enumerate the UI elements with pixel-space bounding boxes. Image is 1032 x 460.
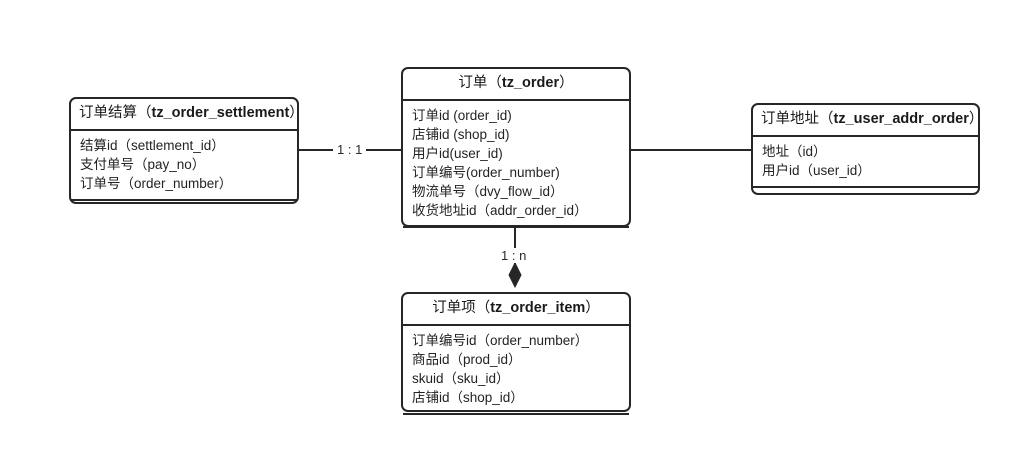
field-row: 用户id(user_id) <box>412 146 503 162</box>
field-row: 订单号（order_number） <box>80 176 233 192</box>
entity-fields-order-item: 订单编号id（order_number） 商品id（prod_id） skuid… <box>403 326 629 416</box>
title-paren-close: ） <box>289 105 304 121</box>
field-row: 店铺id (shop_id) <box>412 127 510 143</box>
entity-order[interactable]: 订单（tz_order） 订单id (order_id) 店铺id (shop_… <box>401 67 631 229</box>
field-row: 订单编号(order_number) <box>412 165 560 181</box>
entity-cn-name: 订单地址 <box>761 111 819 127</box>
entity-title-order-item: 订单项（tz_order_item） <box>403 294 629 327</box>
entity-footer-order-item <box>403 415 629 437</box>
cardinality-label-order-item: 1 : n <box>497 248 531 263</box>
entity-title-order: 订单（tz_order） <box>403 69 629 102</box>
entity-table-name: tz_user_addr_order <box>833 111 969 127</box>
field-row: 收货地址id（addr_order_id） <box>412 203 588 219</box>
title-paren-open: （ <box>819 111 834 127</box>
entity-table-name: tz_order <box>501 75 560 91</box>
entity-order-item[interactable]: 订单项（tz_order_item） 订单编号id（order_number） … <box>401 292 631 416</box>
field-row: 店铺id（shop_id） <box>412 390 524 406</box>
title-paren-open: （ <box>137 105 152 121</box>
field-row: 用户id（user_id） <box>762 163 871 179</box>
field-row: 订单id (order_id) <box>412 108 512 124</box>
entity-table-name: tz_order_settlement <box>151 105 290 121</box>
title-paren-close: ） <box>559 75 574 91</box>
entity-cn-name: 订单项 <box>432 300 476 316</box>
cardinality-label-settlement-order: 1 : 1 <box>333 142 367 157</box>
title-paren-open: （ <box>487 75 502 91</box>
field-row: 结算id（settlement_id） <box>80 138 225 154</box>
title-paren-open: （ <box>475 300 491 316</box>
entity-title-order-settlement: 订单结算（tz_order_settlement） <box>71 99 304 132</box>
entity-fields-order: 订单id (order_id) 店铺id (shop_id) 用户id(user… <box>403 101 629 229</box>
field-row: 地址（id） <box>762 144 827 160</box>
field-row: 物流单号（dvy_flow_id） <box>412 184 564 200</box>
entity-cn-name: 订单结算 <box>79 105 137 121</box>
entity-fields-order-settlement: 结算id（settlement_id） 支付单号（pay_no） 订单号（ord… <box>71 131 297 202</box>
entity-title-user-addr-order: 订单地址（tz_user_addr_order） <box>753 105 983 138</box>
entity-table-name: tz_order_item <box>490 300 586 316</box>
filled-diamond-marker <box>508 261 522 289</box>
entity-footer-user-addr-order <box>753 188 978 210</box>
entity-fields-user-addr-order: 地址（id） 用户id（user_id） <box>753 137 978 189</box>
entity-order-settlement[interactable]: 订单结算（tz_order_settlement） 结算id（settlemen… <box>69 97 304 204</box>
title-paren-close: ） <box>968 111 984 127</box>
title-paren-close: ） <box>585 300 600 316</box>
field-row: skuid（sku_id） <box>412 371 510 387</box>
entity-footer-order-settlement <box>71 201 297 223</box>
entity-cn-name: 订单 <box>458 75 488 91</box>
field-row: 订单编号id（order_number） <box>412 333 589 349</box>
field-row: 商品id（prod_id） <box>412 352 522 368</box>
entity-user-addr-order[interactable]: 订单地址（tz_user_addr_order） 地址（id） 用户id（use… <box>751 103 983 195</box>
field-row: 支付单号（pay_no） <box>80 157 206 173</box>
